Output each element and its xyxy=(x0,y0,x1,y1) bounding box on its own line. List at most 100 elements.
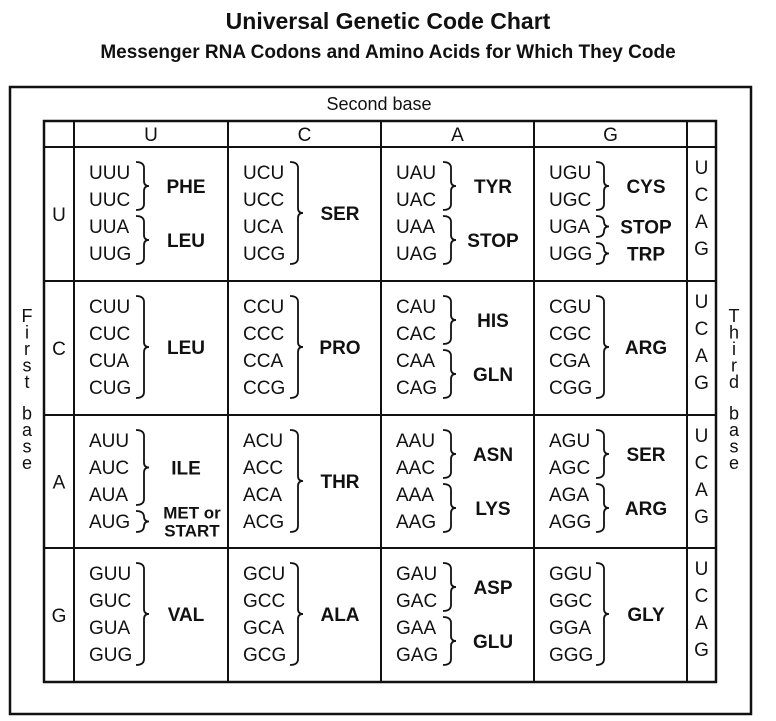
amino-acid-label: SER xyxy=(626,445,665,466)
codon-brace xyxy=(595,562,610,666)
codon-text: CUA xyxy=(89,351,129,372)
codon-text: UGG xyxy=(549,244,592,265)
third-base-letter: A xyxy=(695,480,708,501)
codon-text: ACG xyxy=(243,512,284,533)
third-base-letter: A xyxy=(695,212,708,233)
amino-acid-label: STOP xyxy=(620,218,672,239)
chart-subtitle: Messenger RNA Codons and Amino Acids for… xyxy=(100,42,676,63)
first-base-letter: A xyxy=(53,473,66,494)
codon-text: AGG xyxy=(549,512,591,533)
first-base-label-letter: F xyxy=(22,306,33,326)
amino-acid-label: ASP xyxy=(473,578,512,599)
codon-text: UAU xyxy=(396,163,436,184)
third-base-letter: U xyxy=(695,158,709,179)
codon-text: CCA xyxy=(243,351,283,372)
codon-text: GCG xyxy=(243,645,286,666)
amino-acid-label: SER xyxy=(320,204,359,225)
third-base-letter: A xyxy=(695,613,708,634)
amino-acid-label: HIS xyxy=(477,311,509,332)
codon-text: UAG xyxy=(396,244,437,265)
codon-brace xyxy=(135,510,150,533)
amino-acid-label: GLY xyxy=(627,605,665,626)
amino-acid-label: STOP xyxy=(467,231,519,252)
codon-text: CAA xyxy=(396,351,435,372)
second-base-header: G xyxy=(603,125,618,146)
third-base-label-letter: r xyxy=(731,356,737,376)
codon-text: CGA xyxy=(549,351,591,372)
third-base-letter: U xyxy=(695,559,709,580)
codon-text: GAG xyxy=(396,645,438,666)
codon-text: UGU xyxy=(549,163,591,184)
codon-text: CGG xyxy=(549,378,592,399)
amino-acid-label: START xyxy=(164,522,220,541)
codon-brace xyxy=(135,562,150,666)
third-base-letter: G xyxy=(694,373,709,394)
third-base-label-letter: h xyxy=(729,323,739,343)
third-base-label-letter: d xyxy=(729,372,739,392)
third-base-label-letter: s xyxy=(730,436,739,456)
amino-acid-label: ARG xyxy=(625,338,667,359)
codon-text: UAA xyxy=(396,217,435,238)
codon-text: CUC xyxy=(89,324,130,345)
first-base-label-letter: e xyxy=(22,453,32,473)
amino-acid-label: ALA xyxy=(320,605,359,626)
codon-text: AGU xyxy=(549,431,590,452)
codon-text: ACU xyxy=(243,431,283,452)
amino-acid-label: TRP xyxy=(627,245,665,266)
amino-acid-label: LEU xyxy=(167,231,205,252)
codon-text: GUU xyxy=(89,564,131,585)
third-base-letter: G xyxy=(694,507,709,528)
codon-text: UCU xyxy=(243,163,284,184)
amino-acid-label: GLU xyxy=(473,632,513,653)
codon-text: AAU xyxy=(396,431,435,452)
codon-text: CAU xyxy=(396,297,436,318)
third-base-letter: U xyxy=(695,292,709,313)
codon-text: GUA xyxy=(89,618,131,639)
amino-acid-label: PRO xyxy=(319,338,360,359)
amino-acid-label: THR xyxy=(320,472,359,493)
codon-text: AGC xyxy=(549,458,590,479)
codon-text: UUC xyxy=(89,190,130,211)
codon-brace xyxy=(595,483,610,533)
codon-text: AUG xyxy=(89,512,130,533)
first-base-label-letter: t xyxy=(24,372,29,392)
codon-text: GGG xyxy=(549,645,593,666)
third-base-letter: C xyxy=(695,319,709,340)
first-base-label-letter: a xyxy=(22,420,33,440)
codon-text: GGU xyxy=(549,564,592,585)
codon-text: CCU xyxy=(243,297,284,318)
third-base-letter: U xyxy=(695,426,709,447)
codon-text: AAA xyxy=(396,485,434,506)
third-base-letter: G xyxy=(694,239,709,260)
codon-text: AAG xyxy=(396,512,436,533)
codon-text: GCU xyxy=(243,564,285,585)
codon-text: GUG xyxy=(89,645,132,666)
codon-text: AAC xyxy=(396,458,435,479)
codon-text: ACA xyxy=(243,485,282,506)
codon-brace xyxy=(595,242,610,265)
codon-text: UUG xyxy=(89,244,131,265)
amino-acid-label: ARG xyxy=(625,499,667,520)
codon-text: AUA xyxy=(89,485,128,506)
codon-text: UUA xyxy=(89,217,129,238)
amino-acid-label: ILE xyxy=(171,459,201,480)
codon-text: GAA xyxy=(396,618,436,639)
codon-text: CUU xyxy=(89,297,130,318)
first-base-label-letter: b xyxy=(22,403,32,423)
first-base-label-letter: i xyxy=(25,323,29,343)
codon-text: UGC xyxy=(549,190,591,211)
codon-brace xyxy=(289,429,304,533)
third-base-letter: C xyxy=(695,453,709,474)
codon-row-C: CUCAGCUUCUCCUACUGLEUCCUCCCCCACCGPROCAUCA… xyxy=(52,292,709,399)
